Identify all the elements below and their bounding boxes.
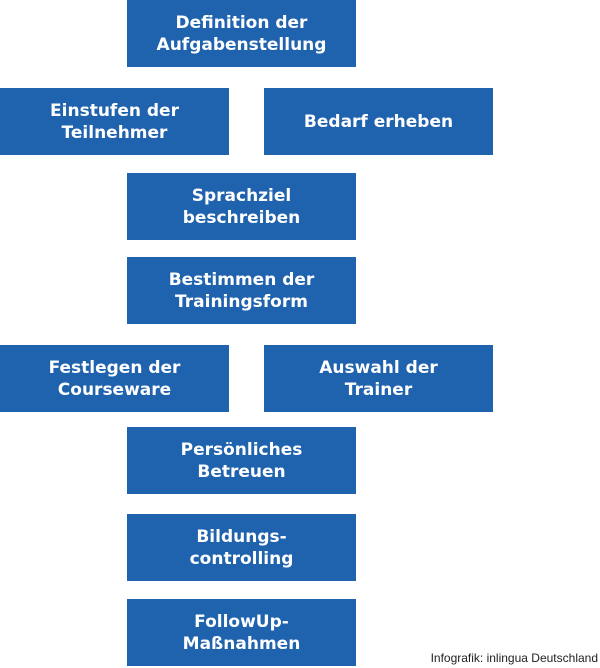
step-bestimmen-der-trainingsform: Bestimmen der Trainingsform — [127, 257, 356, 324]
step-einstufen-der-teilnehmer: Einstufen der Teilnehmer — [0, 88, 229, 155]
step-persoenliches-betreuen: Persönliches Betreuen — [127, 427, 356, 494]
step-followup-massnahmen: FollowUp- Maßnahmen — [127, 599, 356, 666]
step-festlegen-der-courseware: Festlegen der Courseware — [0, 345, 229, 412]
credit-text: Infografik: inlingua Deutschland — [430, 651, 598, 665]
step-auswahl-der-trainer: Auswahl der Trainer — [264, 345, 493, 412]
step-sprachziel-beschreiben: Sprachziel beschreiben — [127, 173, 356, 240]
step-definition-der-aufgabenstellung: Definition der Aufgabenstellung — [127, 0, 356, 67]
step-bildungscontrolling: Bildungs- controlling — [127, 514, 356, 581]
step-bedarf-erheben: Bedarf erheben — [264, 88, 493, 155]
